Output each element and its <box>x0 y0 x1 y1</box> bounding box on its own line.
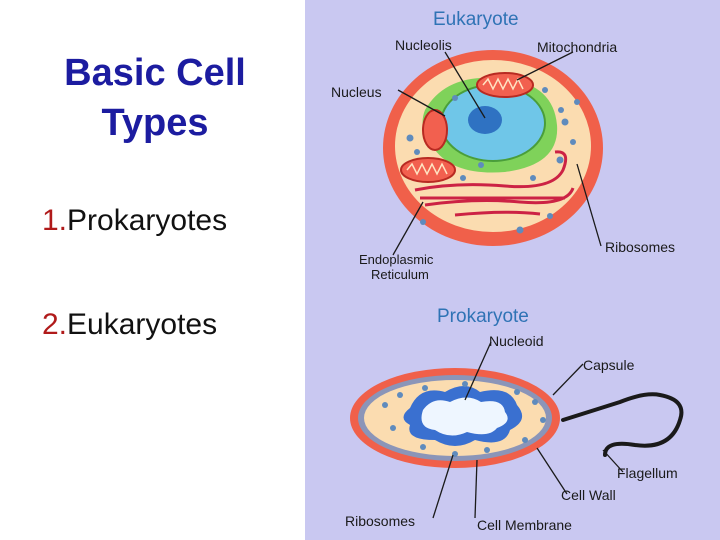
label-eukaryote-ribosomes: Ribosomes <box>605 239 675 255</box>
label-cell-membrane: Cell Membrane <box>477 517 572 533</box>
label-nucleoid: Nucleoid <box>489 333 543 349</box>
list-text: Eukaryotes <box>67 308 218 341</box>
label-capsule: Capsule <box>583 357 635 373</box>
eukaryote-ribosomes <box>406 87 580 234</box>
prokaryote-ribosomes <box>382 381 546 457</box>
prokaryote-heading: Prokaryote <box>437 306 529 327</box>
label-endoplasmic: Endoplasmic <box>359 252 434 267</box>
prokaryote-leader-lines <box>432 341 624 519</box>
label-nucleolis: Nucleolis <box>395 37 452 53</box>
mitochondrion <box>400 157 456 183</box>
slide-title: Basic Cell Types <box>64 52 246 144</box>
list-item-eukaryotes: 2.Eukaryotes <box>42 308 217 342</box>
label-nucleus: Nucleus <box>331 84 382 100</box>
eukaryote-heading: Eukaryote <box>433 9 519 30</box>
label-prokaryote-ribosomes: Ribosomes <box>345 513 415 529</box>
label-flagellum: Flagellum <box>617 465 678 481</box>
flagellum <box>561 392 684 457</box>
eukaryote-cell <box>383 50 603 246</box>
list-number: 1. <box>42 204 68 237</box>
label-cell-wall: Cell Wall <box>561 487 616 503</box>
label-mitochondria: Mitochondria <box>537 39 617 55</box>
nucleolus <box>468 106 502 134</box>
list-number: 2. <box>42 308 68 341</box>
eukaryote-leader-lines <box>392 51 602 256</box>
nucleoid-inner <box>421 397 508 436</box>
prokaryote-cell <box>350 368 684 468</box>
label-reticulum: Reticulum <box>371 267 429 282</box>
list-item-prokaryotes: 1.Prokaryotes <box>42 204 227 238</box>
cell-diagram: Eukaryote <box>331 9 684 533</box>
endoplasmic-reticulum <box>414 150 575 217</box>
list-text: Prokaryotes <box>67 204 228 237</box>
cell-diagram-panel: Eukaryote <box>305 0 720 540</box>
mitochondrion <box>422 109 448 151</box>
